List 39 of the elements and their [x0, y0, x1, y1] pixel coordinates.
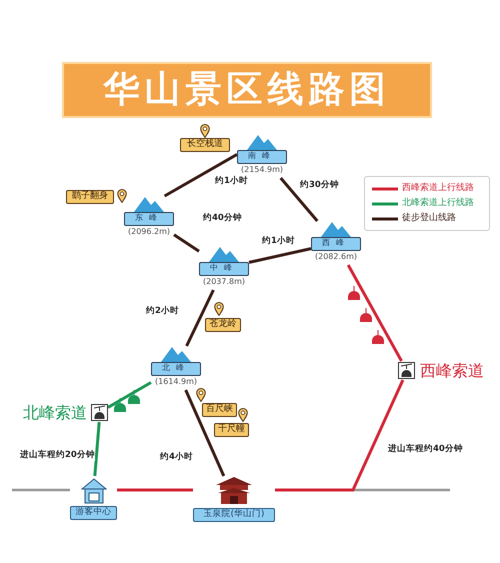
- elevation-label: (2037.8m): [202, 277, 246, 286]
- route-line: [164, 153, 238, 198]
- legend-text: 北峰索道上行线路: [402, 197, 474, 210]
- edge-label: 约1小时: [215, 176, 248, 187]
- route-line: [93, 422, 101, 476]
- elevation-label: (2154.9m): [240, 165, 284, 174]
- place-label: 鹞子翻身: [66, 190, 114, 204]
- elevation-label: (2096.2m): [126, 227, 172, 236]
- station-name: 西峰索道: [420, 361, 484, 380]
- route-line: [280, 177, 318, 222]
- route-line: [275, 379, 404, 492]
- title-banner: 华山景区线路图: [62, 62, 432, 118]
- route-line: [173, 233, 200, 253]
- elevation-label: (2082.6m): [314, 252, 358, 261]
- elevation-label: (1614.9m): [154, 377, 198, 386]
- place-label: 玉泉院(华山门): [193, 508, 275, 522]
- route-line: [117, 488, 193, 492]
- legend-text: 西峰索道上行线路: [402, 182, 474, 195]
- peak-label: 中峰: [199, 262, 249, 276]
- edge-label: 约40分钟: [203, 213, 242, 224]
- peak-label: 南峰: [237, 150, 287, 164]
- route-line: [107, 381, 152, 409]
- edge-label: 进山车程约20分钟: [20, 450, 95, 461]
- edge-label: 约4小时: [160, 452, 193, 463]
- route-line: [185, 289, 215, 347]
- route-line: [184, 389, 226, 477]
- station-name: 北峰索道: [23, 403, 87, 422]
- edge-label: 约30分钟: [300, 180, 339, 191]
- place-label: 苍龙岭: [205, 318, 241, 332]
- peak-label: 东峰: [124, 212, 174, 226]
- route-line: [248, 247, 312, 264]
- peak-label: 西峰: [311, 237, 361, 251]
- edge-label: 约2小时: [146, 306, 179, 317]
- edge-label: 进山车程约40分钟: [388, 444, 463, 455]
- peak-label: 北峰: [151, 362, 201, 376]
- edge-label: 约1小时: [262, 236, 295, 247]
- legend-text: 徒步登山线路: [402, 212, 456, 225]
- place-label: 游客中心: [70, 506, 117, 520]
- route-line: [346, 264, 403, 362]
